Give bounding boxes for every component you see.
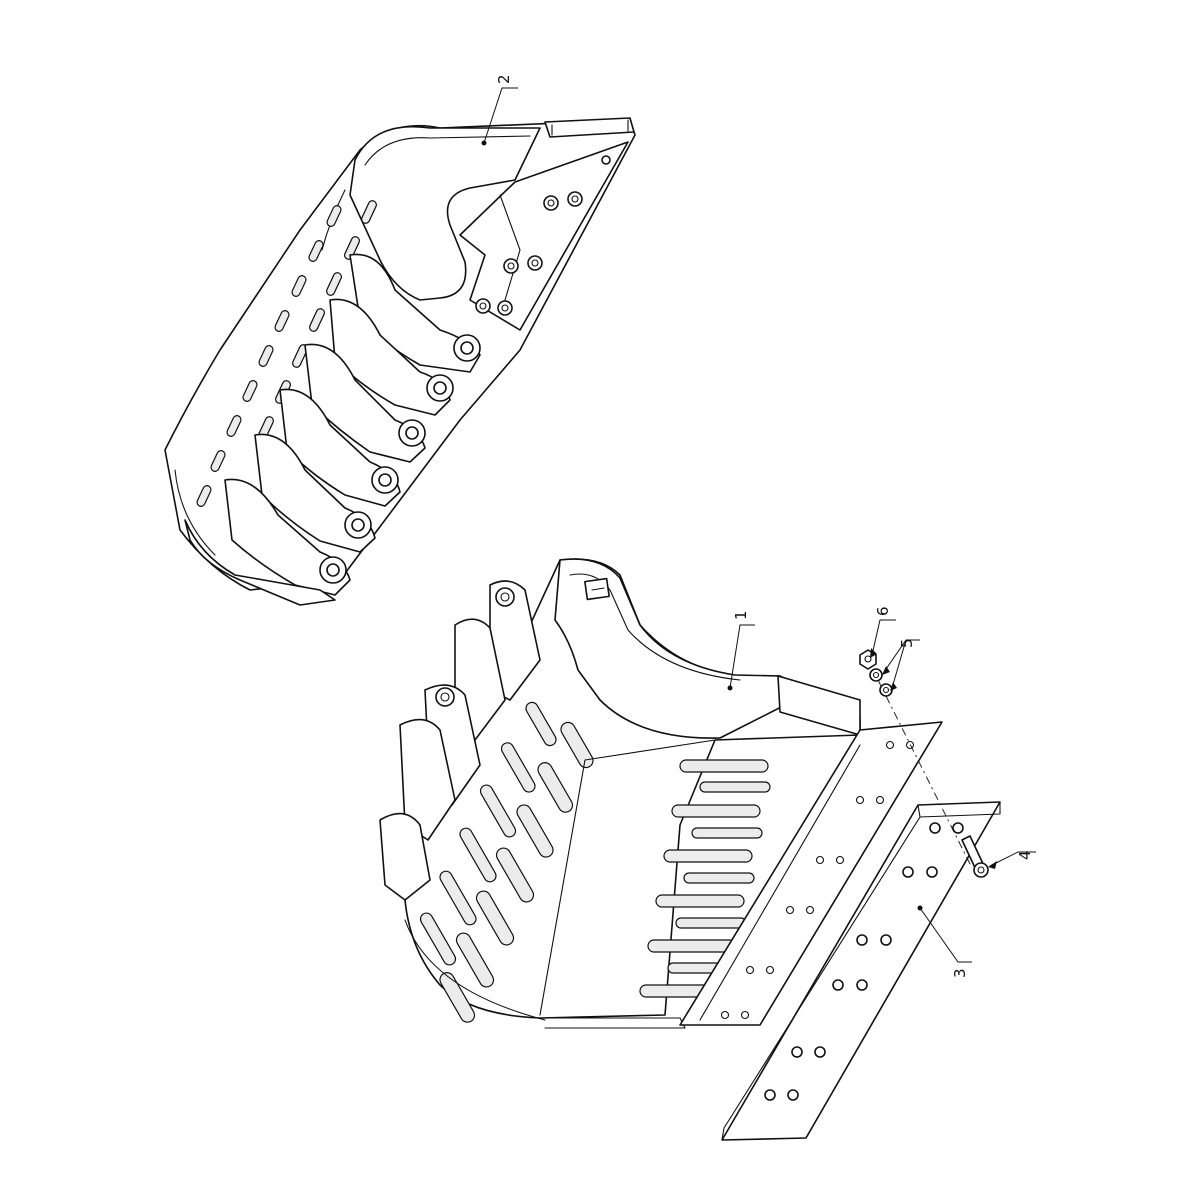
part-1-slots xyxy=(419,701,594,1023)
callout-1: 1 xyxy=(727,610,755,691)
callout-1-label: 1 xyxy=(732,610,750,620)
callout-5-label: 5 xyxy=(898,638,916,648)
part-2-lugs xyxy=(224,253,481,596)
callout-6: 6 xyxy=(870,606,896,658)
callout-6-label: 6 xyxy=(874,606,892,616)
hardware-parts xyxy=(859,649,989,878)
callout-2-label: 2 xyxy=(495,74,513,84)
part-3-wear-plate xyxy=(679,721,1001,1141)
part-2-side-slots xyxy=(196,189,377,507)
part-1-grid-slots xyxy=(539,739,771,1016)
part-4-bolt xyxy=(961,835,989,878)
callout-5: 5 xyxy=(882,638,920,691)
plate-3-holes xyxy=(764,822,964,1101)
part-1-grapple-bucket xyxy=(379,558,861,1029)
part-5-washers xyxy=(869,668,893,697)
callout-4: 4 xyxy=(988,850,1036,869)
callout-3: 3 xyxy=(917,905,972,978)
part-2-grapple-half xyxy=(164,117,636,606)
plate-bolts xyxy=(475,155,611,316)
part-1-tines xyxy=(379,580,541,901)
callout-2: 2 xyxy=(481,74,518,146)
callout-4-label: 4 xyxy=(1016,850,1034,860)
callout-3-label: 3 xyxy=(951,968,969,978)
bucket-edge-holes xyxy=(720,740,915,1020)
